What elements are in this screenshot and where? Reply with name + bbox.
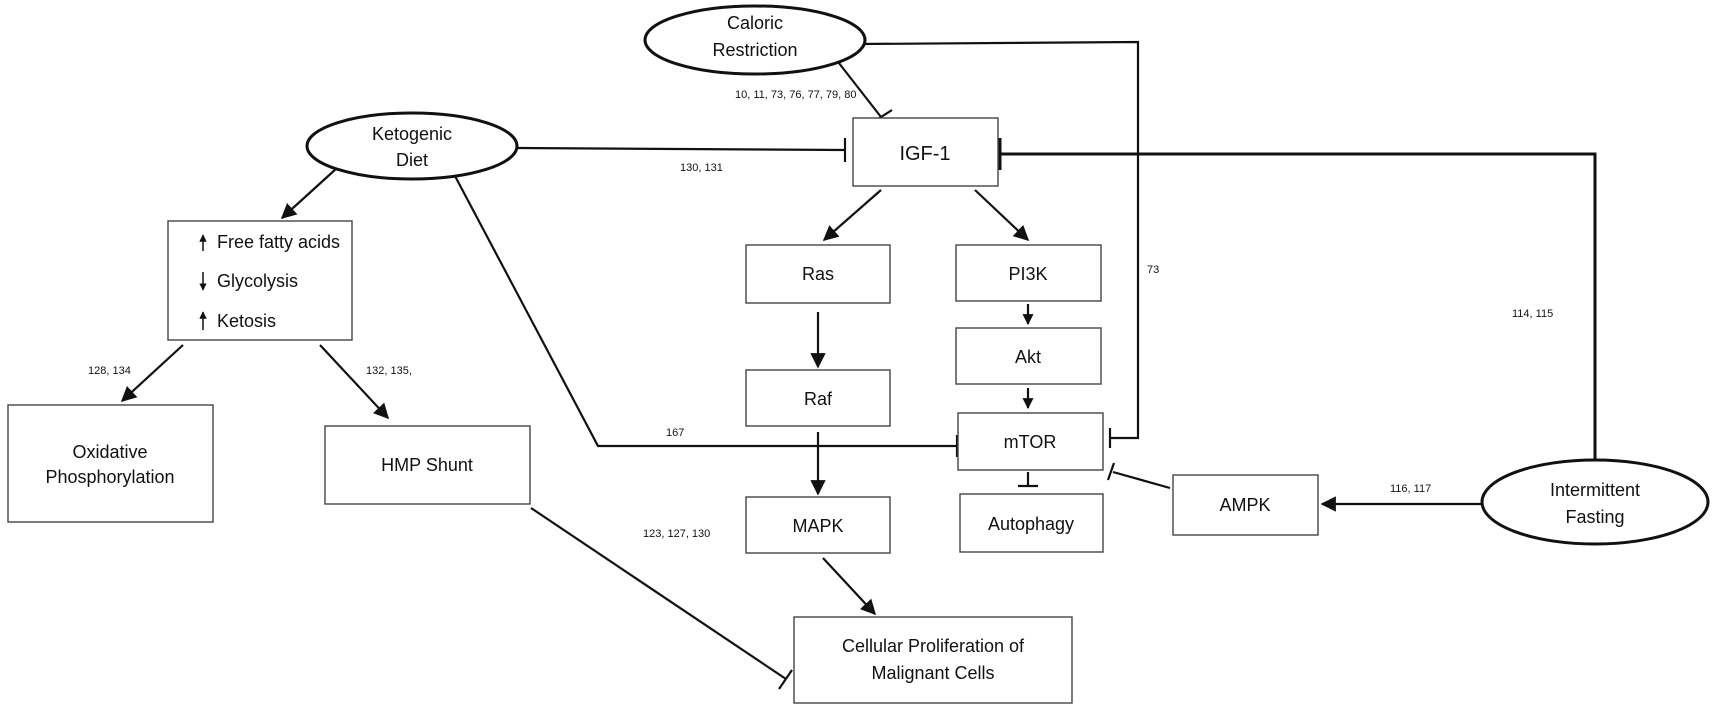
hmp-shunt-label: HMP Shunt [381,455,473,475]
mapk-label: MAPK [792,516,843,536]
edge-igf1-pi3k [974,189,1030,242]
mtor-label: mTOR [1004,432,1057,452]
node-hmp-shunt: HMP Shunt [324,425,531,505]
proliferation-line1: Cellular Proliferation of [842,636,1025,656]
edge-meta-hmp [319,344,390,420]
edge-if-igf1 [998,138,1597,460]
node-pi3k: PI3K [955,244,1102,302]
ref-cr-igf1: 10, 11, 73, 76, 77, 79, 80 [735,89,857,101]
ref-if-igf1: 114, 115 [1512,308,1553,320]
intermittent-fasting-line2: Fasting [1565,507,1624,527]
node-ketogenic-diet: Ketogenic Diet [305,111,519,181]
pi3k-label: PI3K [1008,264,1047,284]
ref-meta-hmp: 132, 135, [366,365,412,377]
node-oxidative-phosphorylation: Oxidative Phosphorylation [7,404,214,523]
ref-hmp-prolif: 123, 127, 130 [643,528,710,540]
node-igf1: IGF-1 [852,117,999,187]
node-intermittent-fasting: Intermittent Fasting [1480,458,1710,546]
node-ras: Ras [745,244,891,304]
edge-meta-oxphos [120,344,184,403]
edge-kd-igf1 [517,138,847,162]
edge-cr-mtor [859,40,1140,448]
node-metabolic-effects: Free fatty acids Glycolysis Ketosis [167,220,353,341]
akt-label: Akt [1015,347,1041,367]
edge-mapk-prolif [822,557,877,616]
edge-kd-meta [280,167,338,220]
ref-kd-mtor: 167 [666,427,684,439]
ketosis-label: Ketosis [217,311,276,331]
autophagy-label: Autophagy [988,514,1074,534]
caloric-restriction-line1: Caloric [727,13,783,33]
edge-ampk-mtor [1106,462,1171,490]
intermittent-fasting-line1: Intermittent [1550,480,1640,500]
ref-cr-mtor: 73 [1147,264,1159,276]
free-fatty-acids-label: Free fatty acids [217,232,340,252]
glycolysis-label: Glycolysis [217,271,298,291]
node-mtor: mTOR [957,412,1104,471]
edge-kd-mtor [454,175,959,457]
node-raf: Raf [745,369,891,427]
proliferation-line2: Malignant Cells [871,663,994,683]
oxphos-line2: Phosphorylation [45,467,174,487]
ref-kd-igf1: 130, 131 [680,162,723,174]
caloric-restriction-line2: Restriction [712,40,797,60]
ketogenic-diet-line1: Ketogenic [372,124,452,144]
ras-label: Ras [802,264,834,284]
ampk-label: AMPK [1219,495,1270,515]
igf1-label: IGF-1 [899,143,950,165]
edge-igf1-ras [822,189,882,242]
node-cellular-proliferation: Cellular Proliferation of Malignant Cell… [793,616,1073,704]
ref-meta-oxphos: 128, 134 [88,365,131,377]
node-ampk: AMPK [1172,474,1319,536]
ketogenic-diet-line2: Diet [396,150,428,170]
node-caloric-restriction: Caloric Restriction [643,4,867,76]
node-autophagy: Autophagy [959,493,1104,553]
oxphos-line1: Oxidative [72,442,147,462]
edge-mtor-autophagy [1018,472,1038,488]
node-akt: Akt [955,327,1102,385]
raf-label: Raf [804,389,833,409]
ref-if-ampk: 116, 117 [1390,483,1431,495]
edge-hmp-prolif [530,507,793,690]
node-mapk: MAPK [745,496,891,554]
